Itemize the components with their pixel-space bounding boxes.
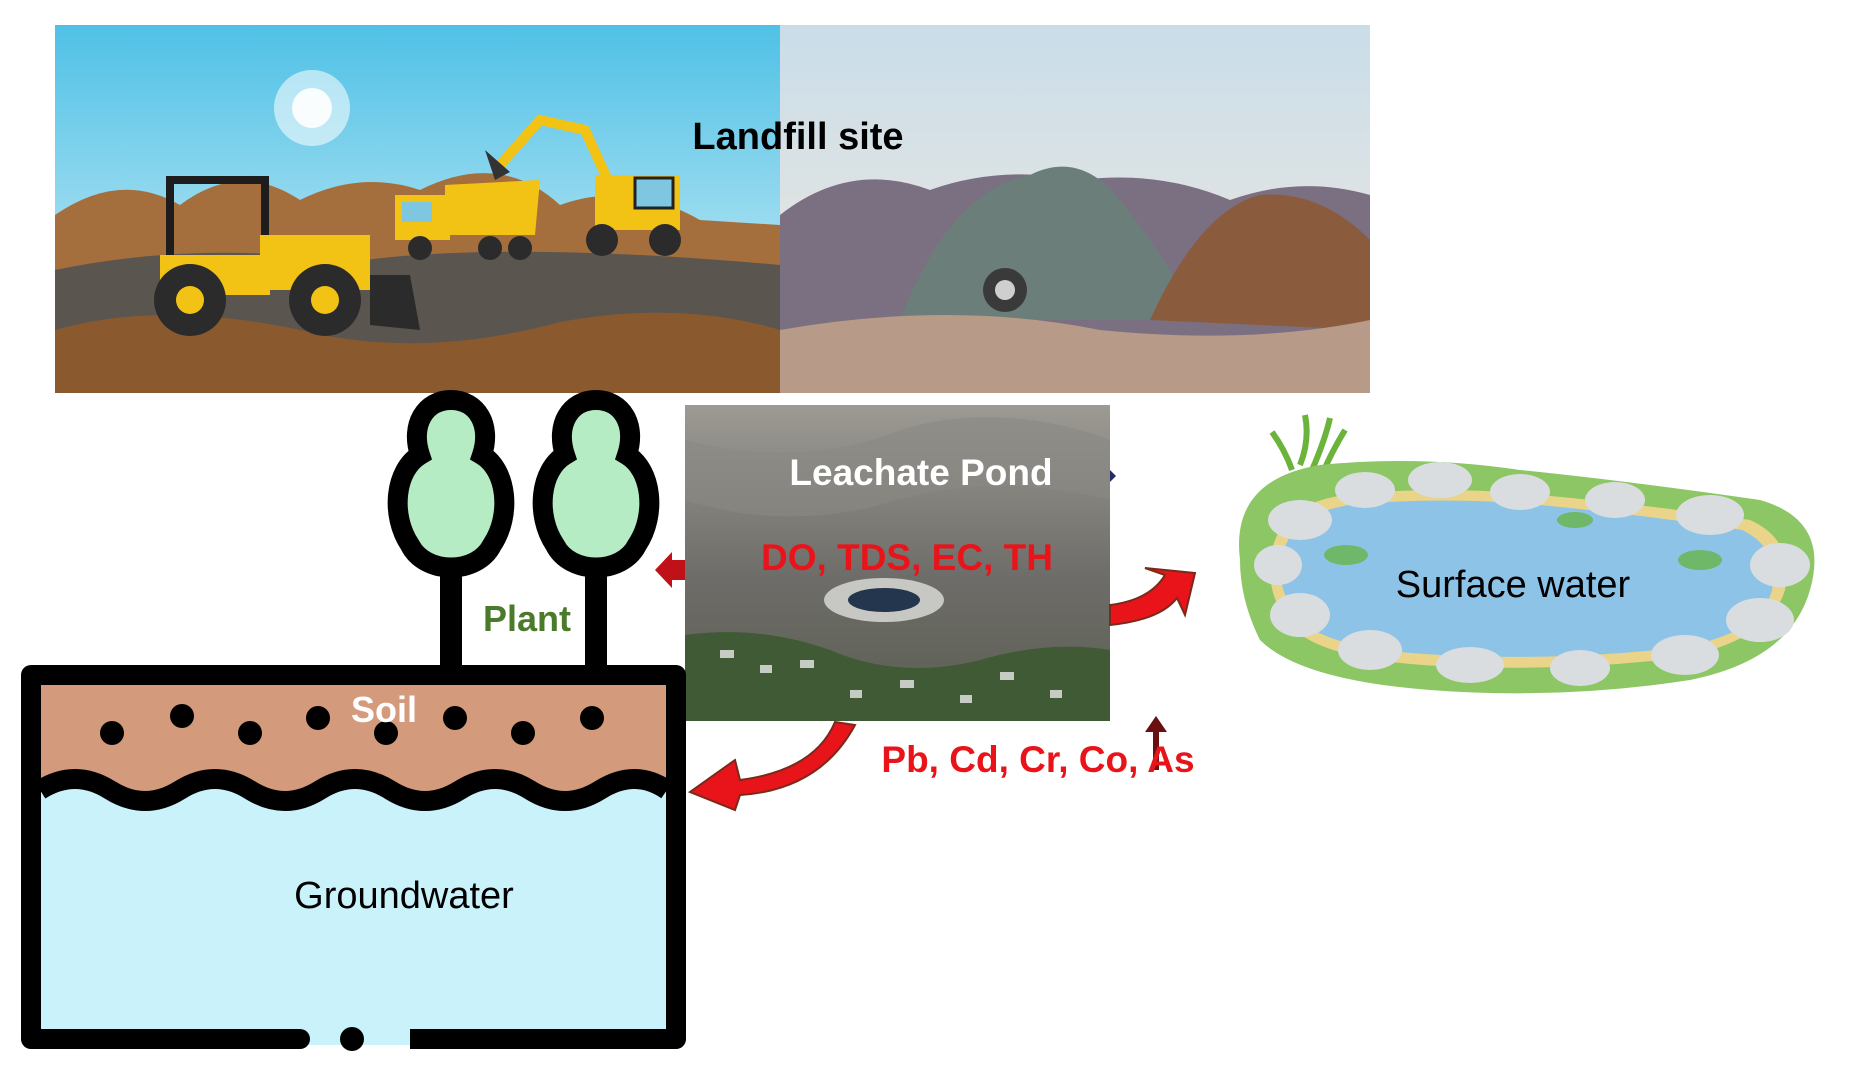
excavator-icon (485, 114, 681, 256)
landfill-image (55, 25, 1370, 393)
heavy-metals-label: Pb, Cd, Cr, Co, As (881, 739, 1194, 780)
leachate-pond-photo (685, 405, 1110, 721)
surface-water-label: Surface water (1396, 564, 1631, 606)
arrow-icon (687, 720, 857, 812)
leachate-label: Leachate Pond (789, 452, 1052, 493)
plant-label: Plant (483, 598, 571, 639)
pond-icon (1239, 414, 1815, 694)
tree-icon (532, 389, 660, 665)
arrow-icon (655, 552, 685, 588)
soil-groundwater-box (21, 665, 686, 1051)
arrow-icon (1145, 716, 1167, 770)
soil-label: Soil (351, 689, 417, 730)
water-params-label: DO, TDS, EC, TH (761, 537, 1053, 578)
arrow-icon (1109, 567, 1197, 627)
tree-icon (387, 389, 515, 665)
pointer-icon (1110, 470, 1116, 482)
loader-icon (154, 176, 420, 336)
dump-truck-icon (395, 180, 540, 260)
landfill-label: Landfill site (692, 116, 903, 158)
groundwater-label: Groundwater (294, 875, 514, 917)
